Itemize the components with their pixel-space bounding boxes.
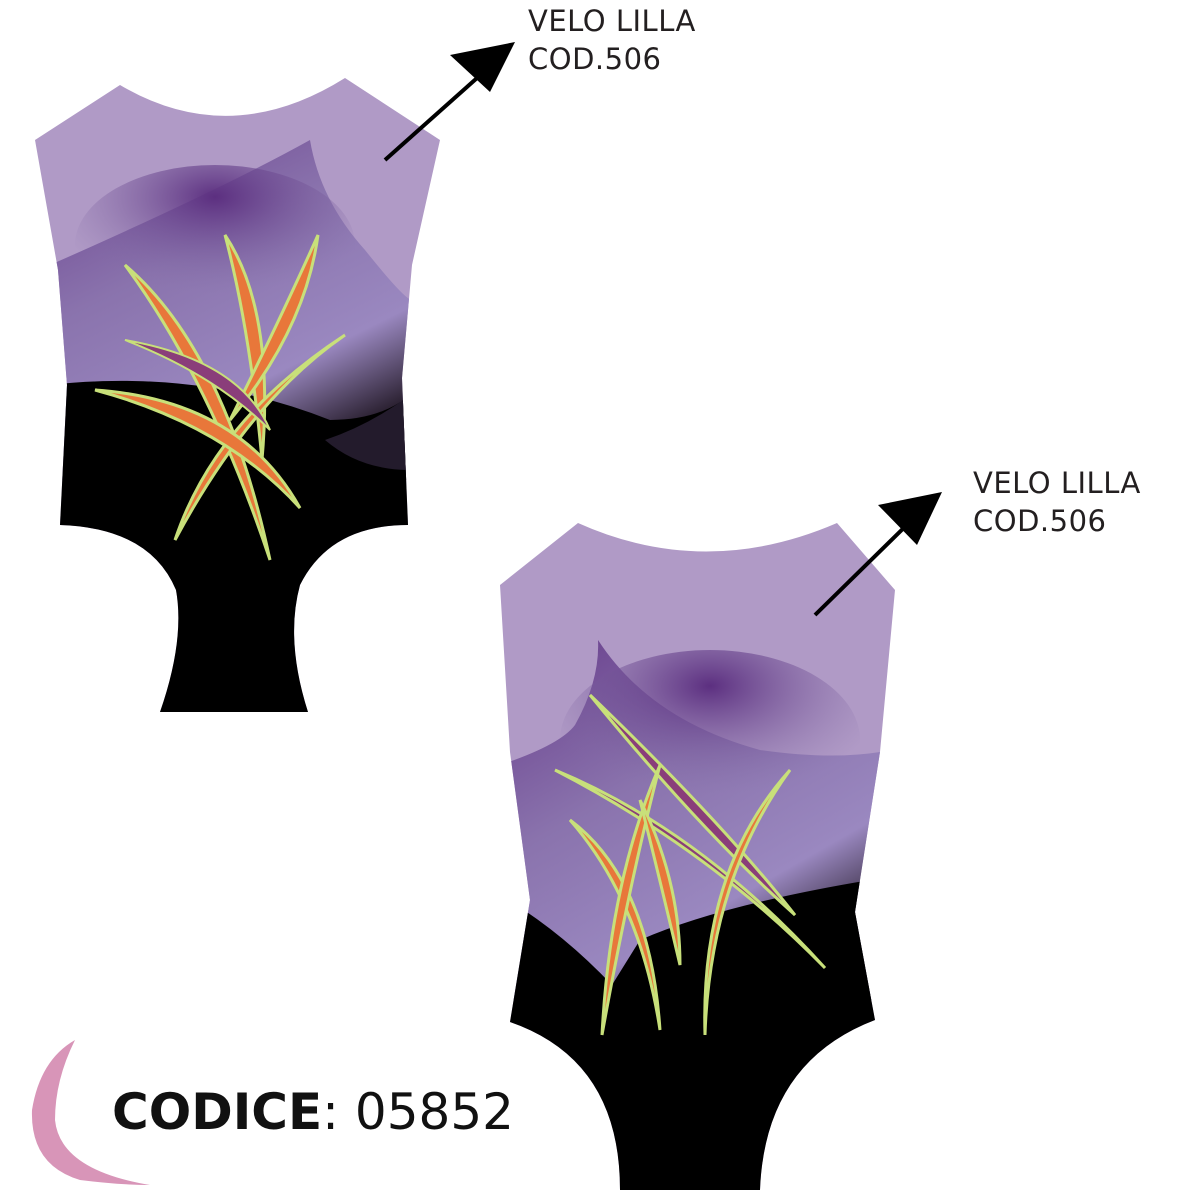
code-value: 05852 <box>339 1083 514 1141</box>
flame-stroke <box>173 333 346 541</box>
flame-stroke <box>94 388 302 510</box>
fabric-code: COD.506 <box>973 504 1107 538</box>
flame-stroke <box>568 818 662 1031</box>
flame-stroke <box>703 768 792 1036</box>
back-fabric-label: VELO LILLA COD.506 <box>973 464 1141 540</box>
flame-stroke <box>124 339 271 431</box>
purple-shade <box>560 650 860 830</box>
arrow-icon <box>813 492 942 617</box>
flame-motif-front <box>94 234 346 561</box>
swoosh-logo-icon <box>31 1040 150 1185</box>
shadow-blend <box>325 395 410 470</box>
flame-motif-back <box>554 693 827 1036</box>
code-label: CODICE <box>112 1083 323 1141</box>
code-separator: : <box>322 1083 340 1141</box>
flame-stroke <box>600 764 662 1036</box>
fabric-code: COD.506 <box>528 42 662 76</box>
product-code: CODICE: 05852 <box>112 1082 514 1142</box>
leotard-front <box>35 78 440 712</box>
fabric-name: VELO LILLA <box>528 4 696 38</box>
flame-stroke <box>123 263 272 561</box>
arrow-icon <box>383 42 515 162</box>
front-fabric-label: VELO LILLA COD.506 <box>528 2 696 78</box>
flame-stroke <box>638 799 682 966</box>
fabric-name: VELO LILLA <box>973 466 1141 500</box>
leotard-back <box>500 523 895 1190</box>
flame-stroke <box>228 234 320 421</box>
